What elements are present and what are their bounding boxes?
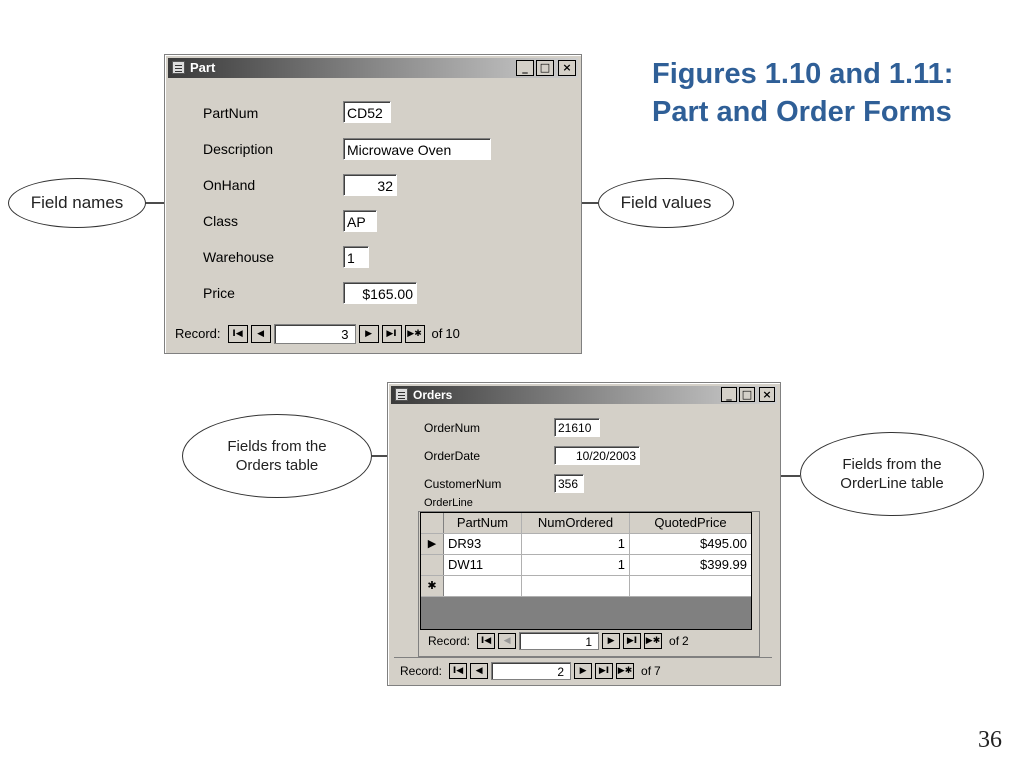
header-selector[interactable] [421, 513, 444, 533]
minimize-button[interactable]: _ [721, 387, 737, 402]
class-label: Class [203, 213, 239, 229]
next-record-button[interactable]: ▶ [358, 325, 379, 343]
ordernum-field[interactable]: 21610 [554, 418, 600, 437]
column-header-numordered[interactable]: NumOrdered [522, 513, 630, 533]
new-record-button[interactable]: ▶✱ [644, 633, 663, 649]
class-field[interactable]: AP [343, 210, 377, 232]
customernum-label: CustomerNum [424, 477, 502, 491]
last-record-button[interactable]: ▶I [623, 633, 642, 649]
orderdate-field[interactable]: 10/20/2003 [554, 446, 640, 465]
cell-numordered[interactable] [522, 576, 630, 596]
page-number: 36 [978, 727, 1002, 753]
close-button[interactable]: × [759, 387, 775, 402]
record-total: 10 [445, 326, 460, 341]
new-record-button[interactable]: ▶✱ [404, 325, 425, 343]
callout-field-values: Field values [598, 178, 734, 228]
last-record-button[interactable]: ▶I [381, 325, 402, 343]
slide-title-line2: Part and Order Forms [652, 96, 952, 128]
onhand-label: OnHand [203, 177, 256, 193]
record-of-label: of [641, 664, 652, 678]
record-label: Record: [428, 634, 471, 648]
callout-orders-fields: Fields from the Orders table [182, 414, 372, 498]
orderline-datasheet: PartNum NumOrdered QuotedPrice ▶ DR93 1 … [420, 512, 752, 630]
orders-record-navigation-divider [394, 657, 772, 658]
cell-partnum[interactable]: DR93 [444, 534, 522, 554]
cell-partnum[interactable] [444, 576, 522, 596]
warehouse-field[interactable]: 1 [343, 246, 369, 268]
warehouse-label: Warehouse [203, 249, 275, 265]
main-record-navigation: Record: I◀ ◀ 2 ▶ ▶I ▶✱ of 7 [400, 660, 661, 682]
slide-title-line1: Figures 1.10 and 1.11: [652, 58, 954, 90]
close-button[interactable]: × [558, 60, 576, 76]
cell-partnum[interactable]: DW11 [444, 555, 522, 575]
description-label: Description [203, 141, 274, 157]
first-record-button[interactable]: I◀ [477, 633, 496, 649]
form-icon [395, 388, 408, 401]
maximize-button[interactable]: □ [536, 60, 554, 76]
record-total: 2 [682, 634, 689, 648]
table-row-new: ✱ [421, 576, 751, 597]
record-number-field[interactable]: 3 [273, 324, 356, 344]
cell-quotedprice[interactable]: $495.00 [700, 536, 747, 551]
price-field[interactable]: $165.00 [343, 282, 417, 304]
record-of-label: of [669, 634, 680, 648]
callout-field-names: Field names [8, 178, 146, 228]
cell-quotedprice[interactable] [630, 576, 751, 596]
record-navigation: Record: I◀ ◀ 3 ▶ ▶I ▶✱ of 10 [175, 323, 460, 345]
part-window-title: Part [190, 60, 216, 75]
orders-window-title: Orders [413, 388, 453, 402]
subform-record-navigation: Record: I◀ ◀ 1 ▶ ▶I ▶✱ of 2 [428, 630, 689, 652]
record-number-field[interactable]: 1 [519, 632, 600, 650]
callout-orderline-fields: Fields from the OrderLine table [800, 432, 984, 516]
previous-record-button[interactable]: ◀ [470, 663, 489, 679]
ordernum-label: OrderNum [424, 421, 481, 435]
cell-quotedprice[interactable]: $399.99 [700, 557, 747, 572]
form-icon [172, 61, 185, 74]
slide-title: Figures 1.10 and 1.11: Part and Order Fo… [652, 55, 1012, 131]
previous-record-button[interactable]: ◀ [498, 633, 517, 649]
maximize-button[interactable]: □ [739, 387, 755, 402]
table-row: ▶ DR93 1 $495.00 [421, 534, 751, 555]
record-label: Record: [175, 326, 221, 341]
record-label: Record: [400, 664, 443, 678]
last-record-button[interactable]: ▶I [595, 663, 614, 679]
cell-numordered[interactable]: 1 [522, 534, 630, 554]
column-header-partnum[interactable]: PartNum [444, 513, 522, 533]
record-of-label: of [431, 326, 443, 341]
description-field[interactable]: Microwave Oven [343, 138, 491, 160]
partnum-label: PartNum [203, 105, 259, 121]
new-record-selector[interactable]: ✱ [421, 576, 444, 596]
first-record-button[interactable]: I◀ [227, 325, 248, 343]
datasheet-header: PartNum NumOrdered QuotedPrice [421, 513, 751, 534]
next-record-button[interactable]: ▶ [574, 663, 593, 679]
previous-record-button[interactable]: ◀ [250, 325, 271, 343]
onhand-field[interactable]: 32 [343, 174, 397, 196]
record-selector[interactable] [421, 555, 444, 575]
record-selector[interactable]: ▶ [421, 534, 444, 554]
table-row: DW11 1 $399.99 [421, 555, 751, 576]
column-header-quotedprice[interactable]: QuotedPrice [654, 515, 727, 530]
part-window-titlebar[interactable]: Part _ □ × [168, 58, 578, 78]
minimize-button[interactable]: _ [516, 60, 534, 76]
orderdate-label: OrderDate [424, 449, 481, 463]
orders-window-titlebar[interactable]: Orders _ □ × [391, 386, 777, 404]
price-label: Price [203, 285, 235, 301]
next-record-button[interactable]: ▶ [602, 633, 621, 649]
first-record-button[interactable]: I◀ [449, 663, 468, 679]
orderline-subform-label: OrderLine [424, 497, 473, 509]
datasheet-empty-area [421, 597, 751, 629]
record-number-field[interactable]: 2 [491, 662, 572, 680]
new-record-button[interactable]: ▶✱ [616, 663, 635, 679]
record-total: 7 [654, 664, 661, 678]
customernum-field[interactable]: 356 [554, 474, 584, 493]
partnum-field[interactable]: CD52 [343, 101, 391, 123]
cell-numordered[interactable]: 1 [522, 555, 630, 575]
part-window: Part _ □ × PartNum CD52 Description Micr… [164, 54, 582, 354]
